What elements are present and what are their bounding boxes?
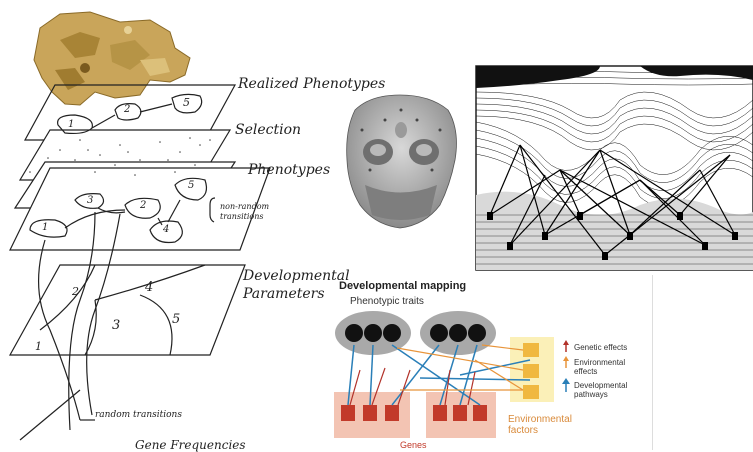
legend-developmental-1: Developmental xyxy=(574,381,627,390)
genes-label: Genes xyxy=(400,440,427,450)
environmental-factors-label-2: factors xyxy=(508,425,538,436)
environmental-factors-label-1: Environmental xyxy=(508,414,572,425)
legend-genetic-effects: Genetic effects xyxy=(574,343,627,352)
legend-developmental-2: pathways xyxy=(574,390,608,399)
legend-environmental-2: effects xyxy=(574,367,597,376)
legend-environmental-1: Environmental xyxy=(574,358,625,367)
